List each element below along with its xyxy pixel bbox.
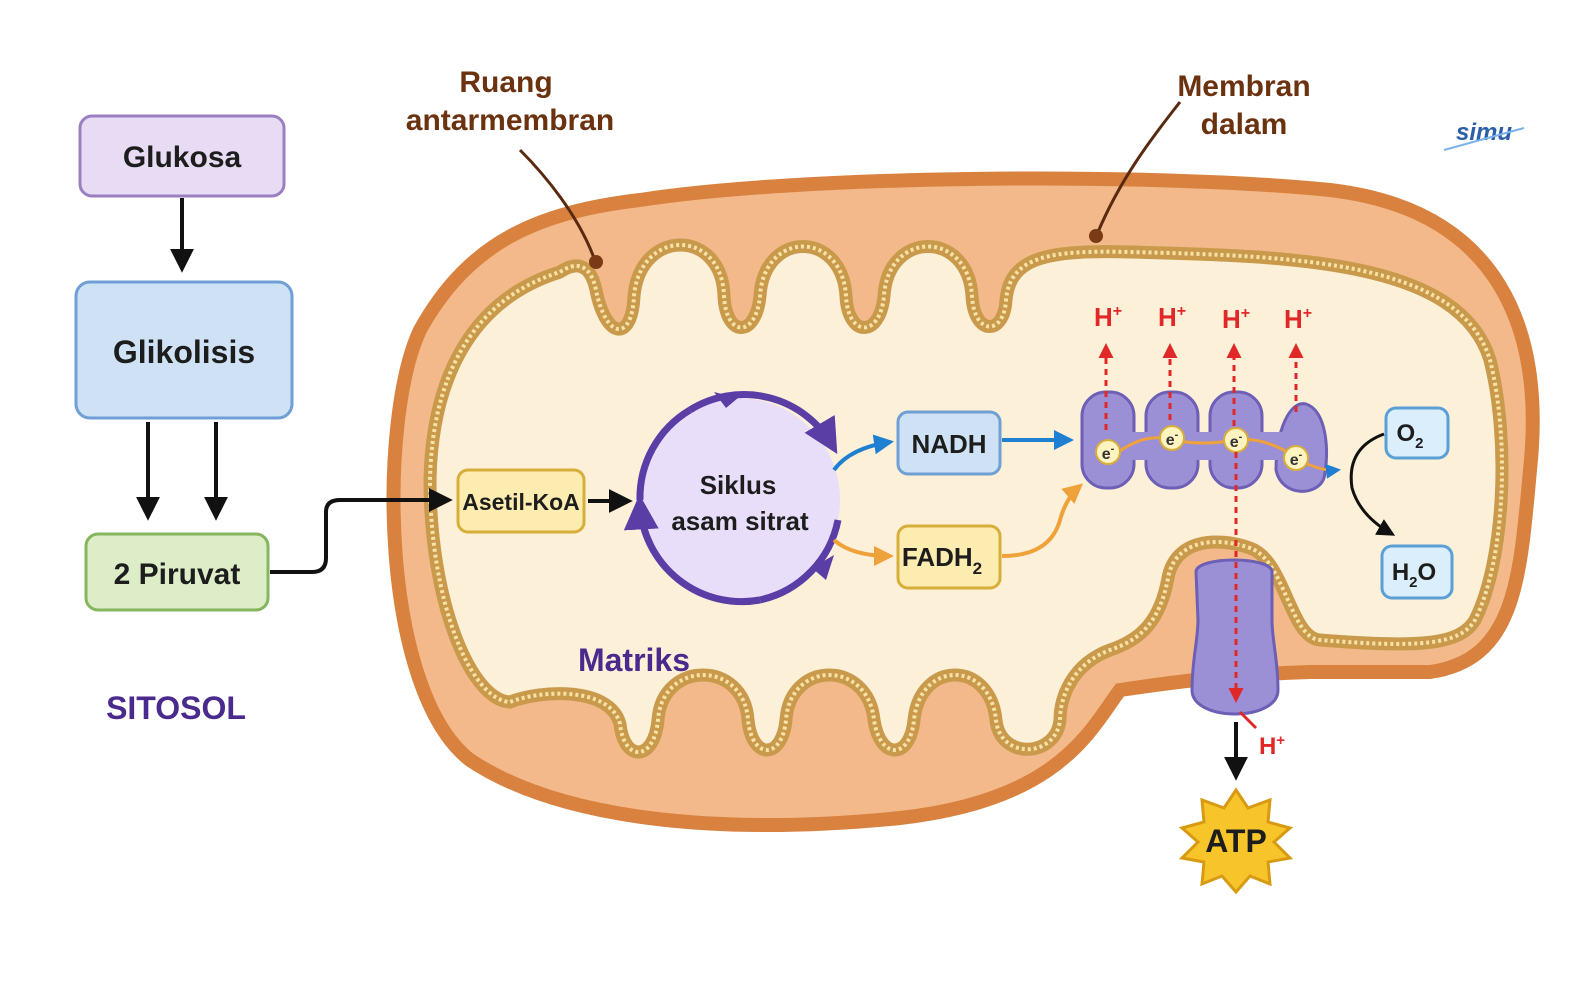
atp-label: ATP — [1205, 823, 1267, 859]
nadh-label: NADH — [911, 429, 986, 459]
svg-text:H+: H+ — [1094, 302, 1122, 332]
acetyl-coa-box: Asetil-KoA — [456, 468, 586, 534]
svg-text:Membran: Membran — [1177, 70, 1310, 103]
proton-pump-4: H+ — [1284, 304, 1312, 412]
cycle-label-line2: asam sitrat — [671, 506, 809, 536]
svg-text:simu: simu — [1456, 119, 1512, 146]
matrix-label: Matriks — [578, 642, 690, 678]
svg-text:dalam: dalam — [1201, 108, 1288, 141]
acetyl-coa-label: Asetil-KoA — [462, 489, 580, 515]
svg-text:H+: H+ — [1284, 304, 1312, 334]
intermembrane-space-callout: Ruang antarmembran — [406, 66, 614, 269]
fadh2-to-chain-arrow — [1001, 483, 1084, 558]
atp-burst: ATP — [1178, 787, 1294, 895]
svg-text:Ruang: Ruang — [459, 66, 552, 99]
inner-membrane-callout: Membran dalam — [1089, 70, 1311, 243]
svg-text:antarmembran: antarmembran — [406, 104, 614, 137]
atp-synthase-proton-label: H+ — [1259, 732, 1285, 760]
svg-text:H+: H+ — [1158, 302, 1186, 332]
water-box: H2O — [1380, 544, 1454, 600]
electron-4: e- — [1283, 445, 1309, 471]
glucose-label: Glukosa — [123, 141, 242, 174]
svg-text:e-: e- — [1230, 431, 1243, 451]
pyruvate-label: 2 Piruvat — [114, 558, 241, 591]
cycle-label-line1: Siklus — [700, 470, 777, 500]
pyruvate-to-acetylcoa-arrow — [270, 488, 453, 574]
svg-text:H+: H+ — [1222, 304, 1250, 334]
fadh2-label: FADH2 — [902, 542, 982, 578]
nadh-box: NADH — [896, 410, 1002, 476]
svg-text:O2: O2 — [1396, 420, 1423, 452]
glycolysis-label: Glikolisis — [113, 334, 255, 370]
inner-membrane-highlight — [427, 243, 1504, 754]
proton-pump-3: H+ — [1222, 304, 1250, 426]
proton-pump-1: H+ — [1094, 302, 1122, 430]
glucose-box: Glukosa — [78, 114, 286, 198]
citric-acid-cycle: Siklus asam sitrat — [623, 391, 842, 606]
svg-text:e-: e- — [1166, 429, 1179, 449]
glycolysis-box: Glikolisis — [74, 280, 294, 420]
cycle-to-nadh-arrow — [832, 434, 894, 472]
oxygen-to-water-arrow — [1349, 432, 1396, 536]
cytosol-region-label: SITOSOL — [106, 690, 246, 726]
cycle-to-fadh2-arrow — [832, 538, 894, 566]
svg-text:e-: e- — [1102, 443, 1115, 463]
simu-logo: simu — [1443, 119, 1525, 151]
electron-1: e- — [1095, 439, 1121, 465]
electron-3: e- — [1223, 427, 1249, 453]
pyruvate-box: 2 Piruvat — [84, 532, 270, 612]
proton-pump-2: H+ — [1158, 302, 1186, 420]
oxygen-box: O2 — [1384, 406, 1450, 460]
atp-synthase: H+ — [1190, 452, 1285, 781]
fadh2-box: FADH2 — [896, 524, 1002, 590]
svg-text:e-: e- — [1290, 449, 1303, 469]
electron-2: e- — [1159, 425, 1185, 451]
svg-text:H2O: H2O — [1392, 559, 1436, 591]
